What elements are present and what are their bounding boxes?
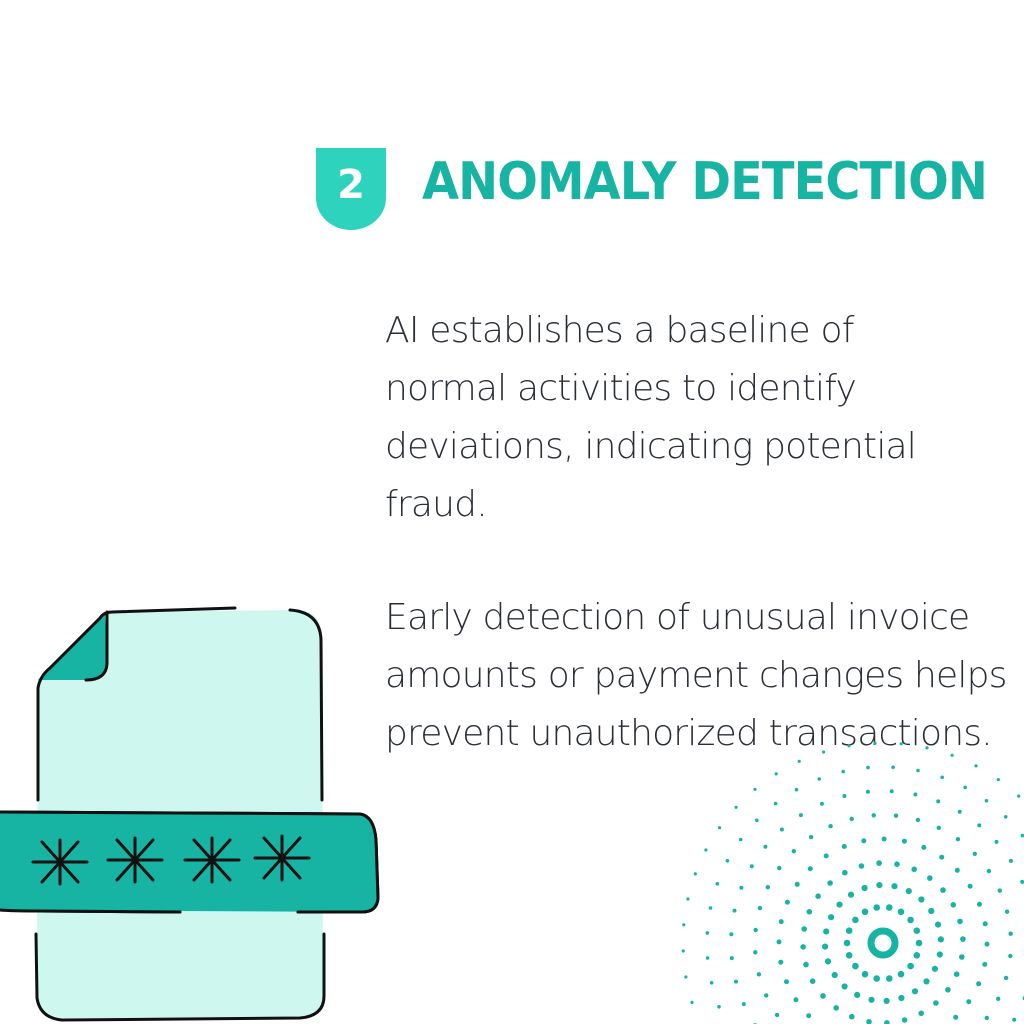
radial-dots-pattern-icon — [681, 741, 1024, 1024]
page-title: ANOMALY DETECTION — [422, 152, 988, 212]
masked-password-icon — [31, 834, 311, 886]
step-badge: 2 — [316, 148, 386, 230]
document-password-icon — [0, 606, 380, 1022]
shield-icon — [316, 148, 386, 230]
description-paragraph-1: AI establishes a baseline of normal acti… — [385, 310, 917, 525]
description-paragraph-2: Early detection of unusual invoice amoun… — [385, 597, 1007, 754]
step-number: 2 — [337, 162, 365, 208]
